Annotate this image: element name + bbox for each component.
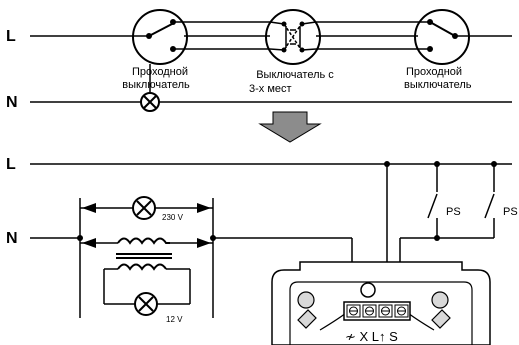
bottom-line-l-label: L — [6, 156, 16, 173]
right-switch-ring — [414, 9, 470, 65]
mid-switch-label-2: 3-х мест — [249, 83, 292, 95]
mid-switch-ring — [265, 9, 321, 65]
top-lamp-icon — [140, 92, 160, 112]
left-switch-label-2: выключатель — [122, 79, 190, 91]
transformer-icon — [116, 237, 172, 271]
bottom-line-n-label: N — [6, 230, 18, 247]
lamp-230v-label: 230 V — [162, 213, 184, 222]
right-switch-label-1: Проходной — [406, 66, 462, 78]
right-passthrough-switch — [316, 9, 470, 65]
ps-label-2: PS — [503, 206, 518, 218]
top-line-l-label: L — [6, 28, 16, 45]
terminal-labels: ≁ X L↑ S — [345, 329, 398, 344]
dimmer-device: ≁ X L↑ S — [271, 261, 491, 345]
right-switch-label-2: выключатель — [404, 79, 472, 91]
lamp-230v-icon — [132, 196, 156, 220]
ps-label-1: PS — [446, 206, 461, 218]
down-arrow-icon — [258, 111, 322, 143]
load-block: 230 V 12 V — [77, 196, 216, 324]
terminal-screws — [346, 304, 409, 318]
mid-switch-label-1: Выключатель с — [256, 69, 334, 81]
lamp-12v-icon — [134, 292, 158, 316]
lamp-12v-label: 12 V — [166, 315, 183, 324]
intermediate-switch — [184, 9, 321, 65]
left-passthrough-switch — [132, 9, 188, 65]
ps-switch-1 — [427, 161, 440, 241]
top-line-n-label: N — [6, 94, 18, 111]
ps-switch-2 — [484, 161, 497, 238]
left-switch-ring — [132, 9, 188, 65]
left-switch-label-1: Проходной — [132, 66, 188, 78]
